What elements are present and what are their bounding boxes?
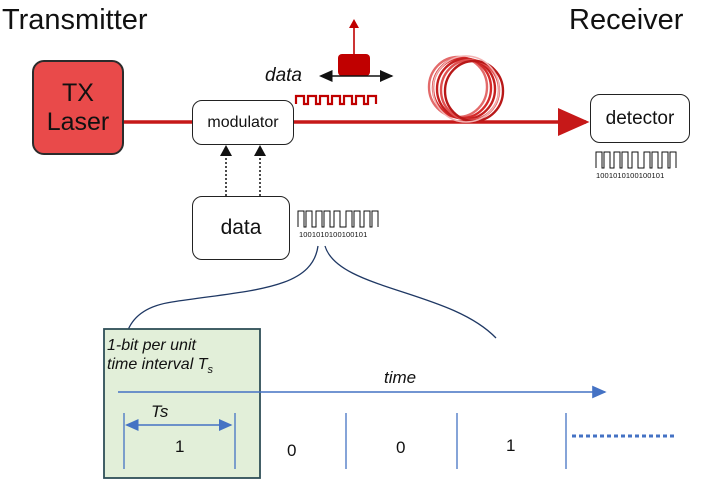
detector-label: detector [605,107,675,129]
bit-value-3: 0 [396,438,406,457]
interval-caption-line1: 1-bit per unit [107,337,196,354]
receiver-title: Receiver [569,4,684,36]
interval-caption-subscript: s [207,364,213,377]
detector-bit-string: 1001010100100101 [596,171,665,180]
bit-interval-highlight [103,328,261,479]
modulator-label: modulator [207,113,279,131]
interval-caption: 1-bit per unit time interval Ts [107,336,213,380]
modulator-box: modulator [192,100,294,145]
data-slider-block [338,19,370,76]
tx-laser-line2: Laser [46,107,110,136]
transmitter-title: Transmitter [2,4,148,36]
bit-value-4: 1 [506,436,516,455]
data-bit-string: 1001010100100101 [299,230,368,239]
bit-value-1: 1 [175,437,185,456]
detector-box: detector [590,94,690,143]
detector-bit-waveform [595,151,677,169]
data-box: data [192,196,290,260]
data-to-modulator-arrows [220,145,266,196]
bit-slot-dividers [123,413,567,469]
time-label: time [384,368,417,387]
data-bit-waveform [297,210,379,228]
tx-laser-line1: TX [62,78,94,107]
interval-caption-line2: time interval T [107,356,208,373]
bit-value-2: 0 [287,441,297,460]
modulated-pulse-train [294,94,378,106]
zoom-curves [127,245,497,339]
data-slider-label: data [265,65,302,86]
tx-laser-box: TX Laser [32,60,124,155]
data-box-label: data [220,216,262,239]
ts-label: Ts [151,402,169,421]
fiber-coil [427,55,505,123]
